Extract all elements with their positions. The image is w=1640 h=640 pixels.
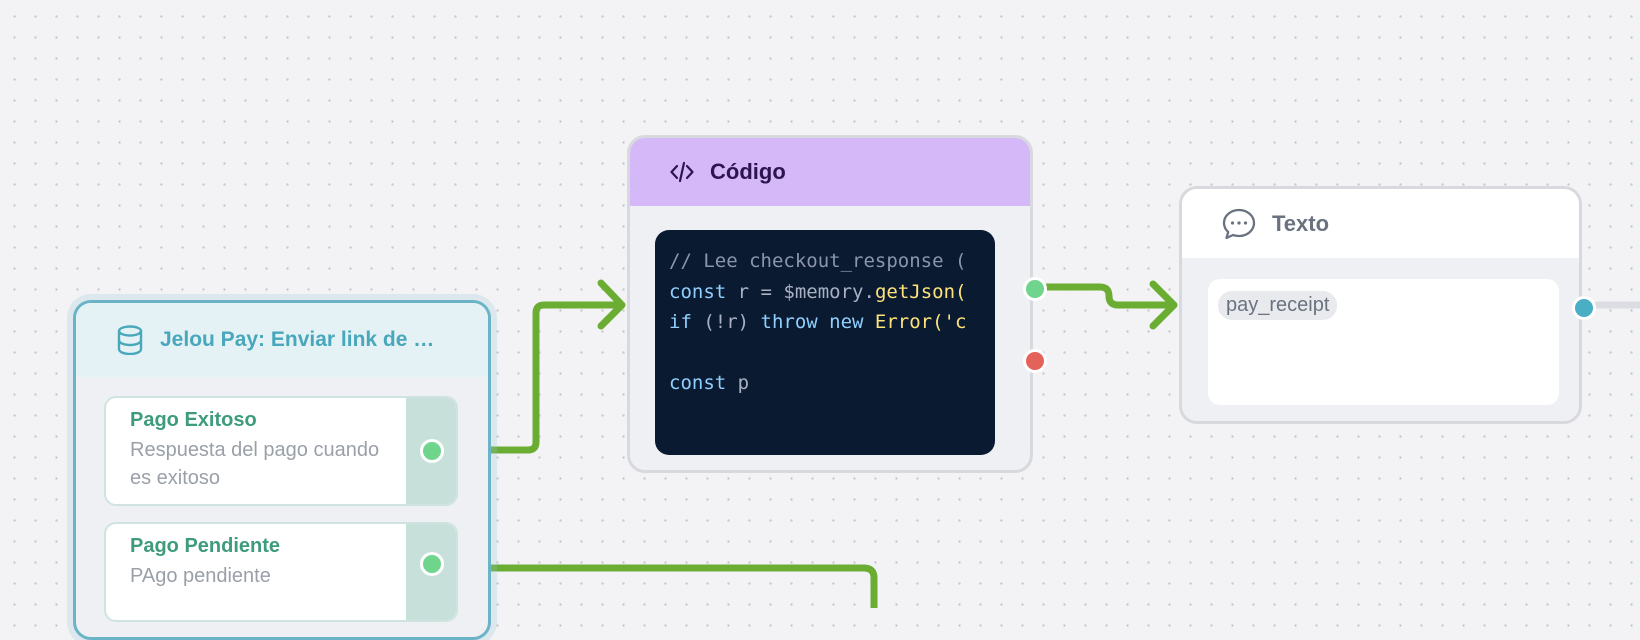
- option-title: Pago Exitoso: [130, 409, 257, 431]
- texto-output-handle[interactable]: [1572, 296, 1596, 320]
- code-line: // Lee checkout_response (: [669, 246, 995, 277]
- option-description: PAgo pendiente: [130, 565, 271, 587]
- code-token: if: [669, 311, 704, 333]
- texto-node-header: Texto: [1182, 189, 1579, 258]
- option-description: Respuesta del pago cuando es exitoso: [130, 439, 380, 489]
- edge-pago-exitoso-to-codigo[interactable]: [480, 301, 625, 454]
- code-token: p: [737, 372, 750, 394]
- code-line: if (!r) throw new Error('c: [669, 307, 995, 338]
- edge-codigo-arrow: [597, 279, 626, 330]
- texto-body[interactable]: pay_receipt: [1208, 279, 1559, 405]
- jelou-pay-node-header: Jelou Pay: Enviar link de …: [76, 303, 488, 377]
- option-pago-pendiente[interactable]: Pago Pendiente PAgo pendiente: [104, 522, 458, 622]
- codigo-node[interactable]: Código // Lee checkout_response ( const r…: [627, 135, 1047, 473]
- codigo-success-handle[interactable]: [1023, 277, 1047, 301]
- texto-node[interactable]: Texto pay_receipt: [1179, 186, 1596, 424]
- code-token: $memory: [783, 280, 864, 303]
- code-line: const p: [669, 368, 995, 399]
- code-token: const: [669, 372, 738, 394]
- codigo-error-handle[interactable]: [1023, 349, 1047, 373]
- code-token: throw new: [760, 311, 875, 333]
- option-pago-exitoso[interactable]: Pago Exitoso Respuesta del pago cuando e…: [104, 396, 458, 506]
- code-line: [669, 338, 995, 369]
- codigo-title: Código: [710, 159, 786, 184]
- code-icon: [670, 161, 694, 183]
- code-editor[interactable]: // Lee checkout_response ( const r = $mem…: [655, 230, 995, 455]
- codigo-node-header: Código: [630, 138, 1030, 206]
- code-token: Error('c: [874, 311, 967, 333]
- edge-pago-pendiente[interactable]: [480, 564, 878, 608]
- jelou-pay-title: Jelou Pay: Enviar link de …: [160, 328, 435, 351]
- pago-pendiente-output-handle[interactable]: [420, 552, 444, 576]
- code-token: const: [669, 280, 738, 303]
- code-token: r =: [737, 280, 784, 303]
- jelou-pay-node[interactable]: Jelou Pay: Enviar link de … Pago Exitoso…: [73, 300, 491, 640]
- code-token: // Lee checkout_response (: [669, 250, 967, 272]
- edge-codigo-success-to-texto[interactable]: [1042, 283, 1177, 309]
- database-icon: [116, 325, 144, 355]
- edge-texto-arrow: [1149, 280, 1178, 330]
- code-token: getJson(: [874, 280, 967, 303]
- code-token: .: [863, 280, 875, 303]
- option-title: Pago Pendiente: [130, 535, 281, 557]
- variable-chip[interactable]: pay_receipt: [1218, 291, 1338, 320]
- texto-title: Texto: [1272, 210, 1330, 236]
- code-token: (!r): [703, 311, 761, 333]
- pago-exitoso-output-handle[interactable]: [420, 439, 444, 463]
- code-line: const r = $memory.getJson(: [669, 277, 995, 308]
- chat-bubble-icon: [1222, 208, 1256, 240]
